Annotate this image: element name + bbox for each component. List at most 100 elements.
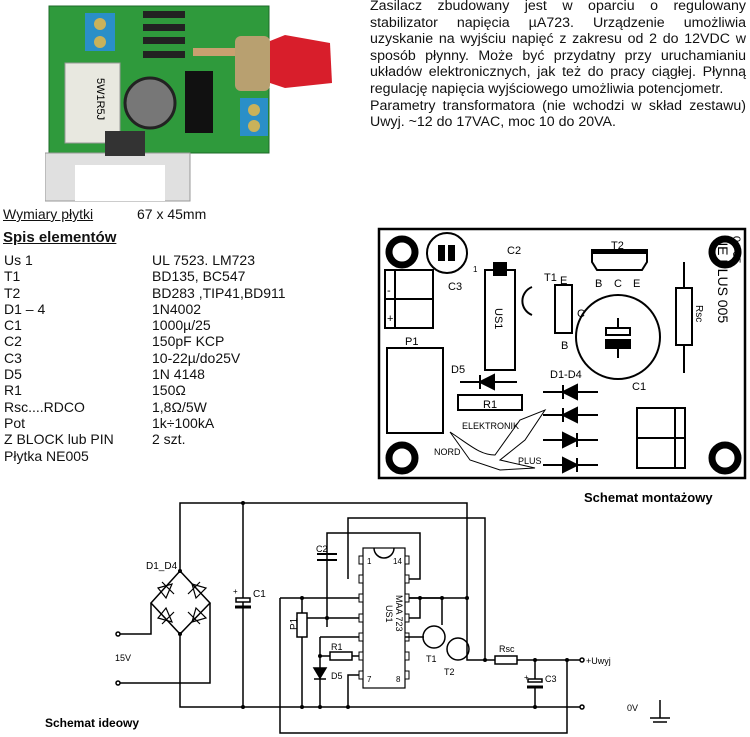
label-pin8: 8 [396,675,401,684]
mounting-hole-icon [385,235,742,475]
label-board-name: NE PLUS 005 [715,236,731,323]
part-value: 1,8Ω/5W [152,398,207,415]
c1-symbol [235,597,251,609]
part-name: T1 [4,268,21,285]
part-value: BD135, BC547 [152,268,246,285]
label-input-voltage: 15V [115,653,131,663]
part-value: BD283 ,TIP41,BD911 [152,284,286,301]
list-item: D5 1N 4148 [4,366,286,382]
label-c2: C2 [316,544,328,554]
label-p1: P1 [289,617,300,630]
rsc-symbol [494,655,518,665]
part-name: Us 1 [4,252,33,268]
label-rsc: Rsc [693,305,704,322]
part-name: C2 [4,333,22,350]
label-p1: P1 [405,336,418,348]
label-d5: D5 [331,671,343,681]
label-t2-b: B [595,278,602,290]
resistor-marking: 5W1R5J [94,78,106,120]
rsc-footprint [675,287,693,346]
label-t1-e: E [560,275,567,287]
label-pin1: 1 [367,557,372,566]
part-name: Pot [4,414,26,431]
assembly-caption: Schemat montażowy [584,490,713,505]
ground-icon [650,700,670,723]
label-r1: R1 [483,399,497,411]
part-name: R1 [4,382,22,399]
label-c1-plus: + [233,587,238,596]
label-pin14: 14 [393,557,402,566]
list-item: C2 150pF KCP [4,333,286,349]
label-t2: T2 [611,240,624,252]
r1-footprint [457,394,523,411]
part-value: 150pF KCP [152,333,225,350]
parts-heading: Spis elementów [3,229,117,246]
schematic-caption: Schemat ideowy [45,716,139,730]
label-c3: C3 [545,674,557,684]
pcb-outline [377,227,747,480]
part-name: Z BLOCK lub PIN [4,431,114,448]
part-value: 1N 4148 [152,366,205,383]
label-ic-type: MAA 723 [394,595,404,632]
label-minus: - [387,285,391,297]
seagull-logo [449,408,547,471]
schematic-labels: D1_D4 C1 + C2 P1 R1 D5 US1 MAA 723 1 14 … [115,544,638,713]
label-t1: T1 [544,272,557,284]
assembly-labels: C3 C2 1 US1 T1 E C B T2 B C E C1 Rsc 04 … [387,236,742,466]
label-c1: C1 [632,381,646,393]
list-item: Płytka NE005 [4,448,286,464]
label-t2: T2 [444,667,455,677]
part-name: D5 [4,366,22,383]
label-date: 04 05 [730,236,742,264]
t1-symbol [422,625,446,649]
part-name: C3 [4,349,22,366]
t2-symbol [446,637,470,661]
label-t1-c: C [577,308,585,320]
list-item: Z BLOCK lub PIN 2 szt. [4,431,286,447]
p1-symbol [296,612,308,638]
list-item: Pot 1k÷100kA [4,415,286,431]
part-value: 1k÷100kA [152,414,215,431]
label-c3-plus: + [524,673,529,682]
label-output-positive: +Uwyj [586,656,611,666]
assembly-diagram [377,227,747,480]
part-name: T2 [4,284,21,301]
logo-text-nord: NORD [434,447,461,457]
part-value: 2 szt. [152,431,186,448]
label-t2-e: E [633,278,640,290]
label-pin7: 7 [367,675,372,684]
list-item: R1 150Ω [4,382,286,398]
part-value: 1000µ/25 [152,317,211,334]
c1-outline [575,294,661,380]
label-rsc: Rsc [499,644,515,654]
label-d5: D5 [451,364,465,376]
board-photo: 5W1R5J [44,3,335,203]
label-pin1: 1 [473,265,478,274]
description: Zasilacz zbudowany jest w oparciu o regu… [370,0,746,131]
c3-outline [426,232,468,274]
label-us1: US1 [384,605,394,623]
d5-symbol [312,667,328,680]
label-c1: C1 [253,589,266,600]
diode-icon [543,383,598,474]
circuit-schematic [115,501,670,734]
logo-text-elektronik: ELEKTRONIK [462,421,519,431]
board-photo-drawing: 5W1R5J [44,5,332,202]
r1-symbol [329,651,353,661]
part-name: C1 [4,317,22,334]
label-r1: R1 [331,642,343,652]
dimensions-label: Wymiary płytki [3,206,94,222]
knob-icon [270,35,332,88]
label-t2-c: C [614,278,622,290]
bridge-rectifier-icon [156,581,208,625]
label-t1: T1 [426,654,437,664]
label-d1-d4: D1_D4 [146,561,178,572]
ic-us1-body [362,547,406,689]
part-value: 150Ω [152,382,186,399]
label-plus: + [387,313,393,325]
part-name: D1 – 4 [4,300,46,317]
